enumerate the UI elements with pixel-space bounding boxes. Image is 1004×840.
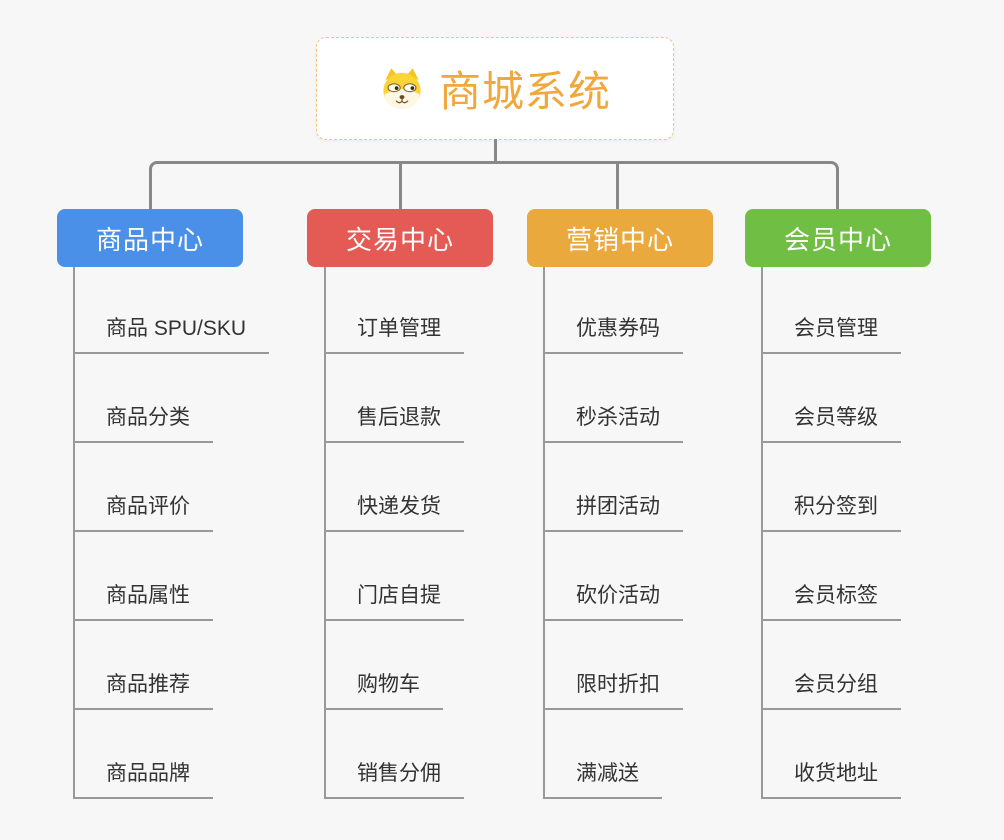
sub-item[interactable]: 售后退款 — [324, 403, 464, 443]
sub-item[interactable]: 秒杀活动 — [543, 403, 683, 443]
sub-item[interactable]: 拼团活动 — [543, 492, 683, 532]
root-node[interactable]: 商城系统 — [316, 37, 674, 140]
sub-item[interactable]: 会员标签 — [761, 581, 901, 621]
sub-item[interactable]: 满减送 — [543, 759, 662, 799]
sub-item[interactable]: 优惠券码 — [543, 314, 683, 354]
sub-item[interactable]: 销售分佣 — [324, 759, 464, 799]
sub-item[interactable]: 收货地址 — [761, 759, 901, 799]
sub-item[interactable]: 商品品牌 — [73, 759, 213, 799]
sub-item[interactable]: 会员等级 — [761, 403, 901, 443]
branch-column-marketing-center: 优惠券码 秒杀活动 拼团活动 砍价活动 限时折扣 满减送 — [543, 267, 683, 799]
branch-node-marketing-center[interactable]: 营销中心 — [527, 209, 713, 267]
sub-item[interactable]: 商品推荐 — [73, 670, 213, 710]
branch-node-trade-center[interactable]: 交易中心 — [307, 209, 493, 267]
sub-item[interactable]: 积分签到 — [761, 492, 901, 532]
branch-drop-line — [399, 163, 402, 210]
branch-column-member-center: 会员管理 会员等级 积分签到 会员标签 会员分组 收货地址 — [761, 267, 901, 799]
sub-item[interactable]: 商品属性 — [73, 581, 213, 621]
sub-item[interactable]: 商品评价 — [73, 492, 213, 532]
branch-column-trade-center: 订单管理 售后退款 快递发货 门店自提 购物车 销售分佣 — [324, 267, 464, 799]
sub-item[interactable]: 会员分组 — [761, 670, 901, 710]
sub-item[interactable]: 商品分类 — [73, 403, 213, 443]
branch-drop-line — [616, 163, 619, 210]
sub-item[interactable]: 快递发货 — [324, 492, 464, 532]
root-title: 商城系统 — [438, 68, 611, 115]
sub-item[interactable]: 商品 SPU/SKU — [73, 314, 270, 354]
branch-column-product-center: 商品 SPU/SKU 商品分类 商品评价 商品属性 商品推荐 商品品牌 — [73, 267, 270, 799]
branch-node-member-center[interactable]: 会员中心 — [745, 209, 931, 267]
root-connector-line — [494, 139, 497, 164]
branch-connector-frame — [149, 161, 839, 210]
dog-face-icon — [383, 68, 421, 109]
sub-item[interactable]: 会员管理 — [761, 314, 901, 354]
sub-item[interactable]: 门店自提 — [324, 581, 464, 621]
sub-item[interactable]: 限时折扣 — [543, 670, 683, 710]
branch-node-product-center[interactable]: 商品中心 — [57, 209, 243, 267]
sub-item[interactable]: 砍价活动 — [543, 581, 683, 621]
sub-item[interactable]: 订单管理 — [324, 314, 464, 354]
sub-item[interactable]: 购物车 — [324, 670, 443, 710]
